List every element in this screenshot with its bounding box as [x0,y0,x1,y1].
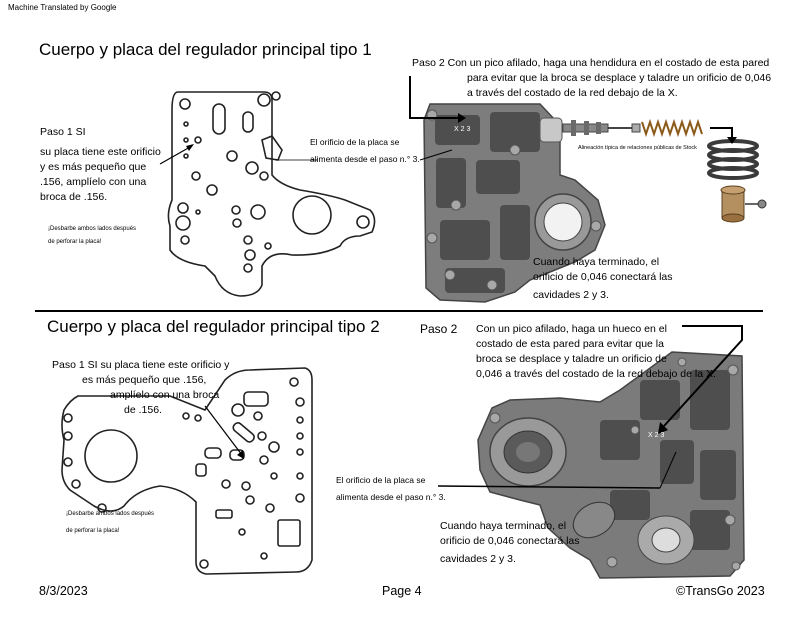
section2-title: Cuerpo y placa del regulador principal t… [47,317,380,336]
s1-plate-hole-note: El orificio de la placa se alimenta desd… [310,137,420,164]
s1-step1-text: su placa tiene este orificio y es más pe… [40,146,161,203]
s2-step1-text: Paso 1 SI su placa tiene este orificio y… [52,359,230,416]
s2-step2-label: Paso 2 [420,322,458,336]
s1-deburr-note: ¡Desbarbe ambos lados después de perfora… [48,226,137,245]
s1-step1-label: Paso 1 SI [40,126,86,138]
footer-copyright: ©TransGo 2023 [676,584,765,598]
s1-step2-text: Paso 2 Con un pico afilado, haga una hen… [412,57,772,99]
s2-deburr-note: ¡Desbarbe ambos lados después de perfora… [66,511,155,534]
s2-step2-text: Con un pico afilado, haga un hueco en el… [476,323,716,380]
section-divider [35,310,763,312]
s2-photo-mark: X 2 3 [648,432,665,439]
section1-title: Cuerpo y placa del regulador principal t… [39,40,372,59]
machine-translated-note: Machine Translated by Google [8,3,117,12]
footer-date: 8/3/2023 [39,584,88,598]
s1-photo-mark: X 2 3 [454,126,471,133]
s2-finish-text: Cuando haya terminado, el orificio de 0,… [440,520,580,565]
s2-plate-hole-note: El orificio de la placa se alimenta desd… [336,475,446,502]
s1-finish-text: Cuando haya terminado, el orificio de 0,… [533,256,673,301]
s1-stock-alignment-note: Alineación típica de relaciones públicas… [578,145,697,151]
footer-page-number: Page 4 [382,584,422,598]
